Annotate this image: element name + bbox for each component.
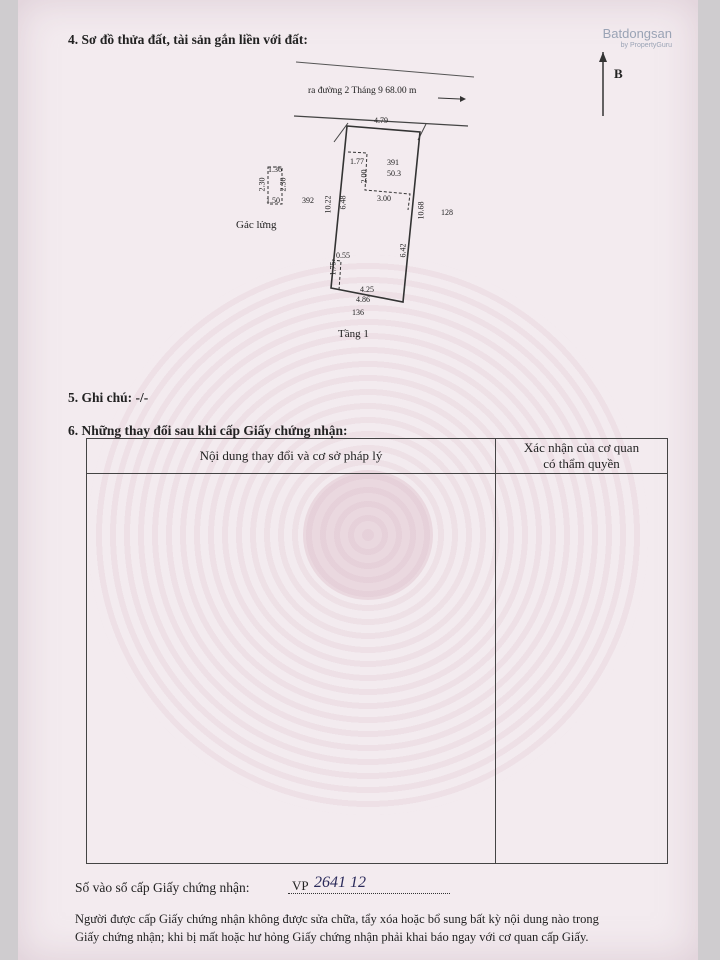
register-label: Số vào sổ cấp Giấy chứng nhận: [75, 880, 250, 895]
register-number: 2641 12 [314, 874, 366, 891]
parcel-id: 391 [387, 158, 399, 167]
neighbor-bottom: 136 [352, 308, 364, 317]
neighbor-right: 128 [441, 208, 453, 217]
north-label: B [614, 66, 623, 81]
left-outer: 10.22 [323, 195, 333, 214]
certificate-page: Batdongsan by PropertyGuru 4. Sơ đồ thửa… [18, 0, 698, 960]
mezz-bottom: 1.50 [266, 196, 280, 205]
changes-table: Nội dung thay đổi và cơ sở pháp lý Xác n… [86, 438, 668, 864]
note-line1: Người được cấp Giấy chứng nhận không đượ… [75, 912, 599, 926]
changes-approval-cell [495, 473, 668, 864]
mezz-top: 1.36 [268, 165, 282, 174]
right-outer: 10.68 [416, 201, 426, 220]
register-dotted-line [288, 893, 450, 894]
mezz-label: Gác lửng [236, 219, 277, 231]
road-label: ra đường 2 Tháng 9 68.00 m [308, 86, 417, 96]
approval-header-line1: Xác nhận của cơ quan [523, 440, 640, 455]
mezz-right: 2.30 [278, 177, 288, 192]
floor-label: Tầng 1 [338, 328, 369, 340]
inner-top: 1.77 [350, 157, 364, 166]
approval-header-line2: có thẩm quyền [543, 456, 620, 471]
parcel-area: 50.3 [387, 169, 401, 178]
bottom-outer: 4.86 [356, 295, 370, 304]
batdongsan-logo-sub: by PropertyGuru [620, 42, 672, 49]
inner-side: 2.00 [359, 169, 369, 184]
batdongsan-logo: Batdongsan [602, 26, 672, 41]
section5-title: 5. Ghi chú: -/- [68, 390, 149, 405]
small-b: 1.75 [328, 261, 338, 276]
bottom-inner: 4.25 [360, 285, 374, 294]
neighbor-left: 392 [302, 196, 314, 205]
changes-col-approval-header: Xác nhận của cơ quan có thẩm quyền [495, 438, 668, 474]
right-inner: 6.42 [398, 243, 408, 258]
inner-width: 3.00 [377, 194, 391, 203]
changes-content-cell [86, 473, 496, 864]
left-inner: 6.48 [338, 195, 348, 210]
note-line2: Giấy chứng nhận; khi bị mất hoặc hư hỏng… [75, 930, 589, 944]
changes-col-content-header: Nội dung thay đổi và cơ sở pháp lý [86, 438, 496, 474]
small-a: 0.55 [336, 251, 350, 260]
mezz-left: 2.30 [257, 177, 267, 192]
site-plan-drawing [267, 61, 475, 303]
top-width: 4.79 [374, 116, 388, 125]
section6-title: 6. Những thay đổi sau khi cấp Giấy chứng… [68, 423, 348, 438]
north-arrow-icon [599, 52, 607, 116]
register-prefix: VP [292, 878, 309, 893]
section4-title: 4. Sơ đồ thửa đất, tài sản gắn liền với … [68, 32, 308, 47]
